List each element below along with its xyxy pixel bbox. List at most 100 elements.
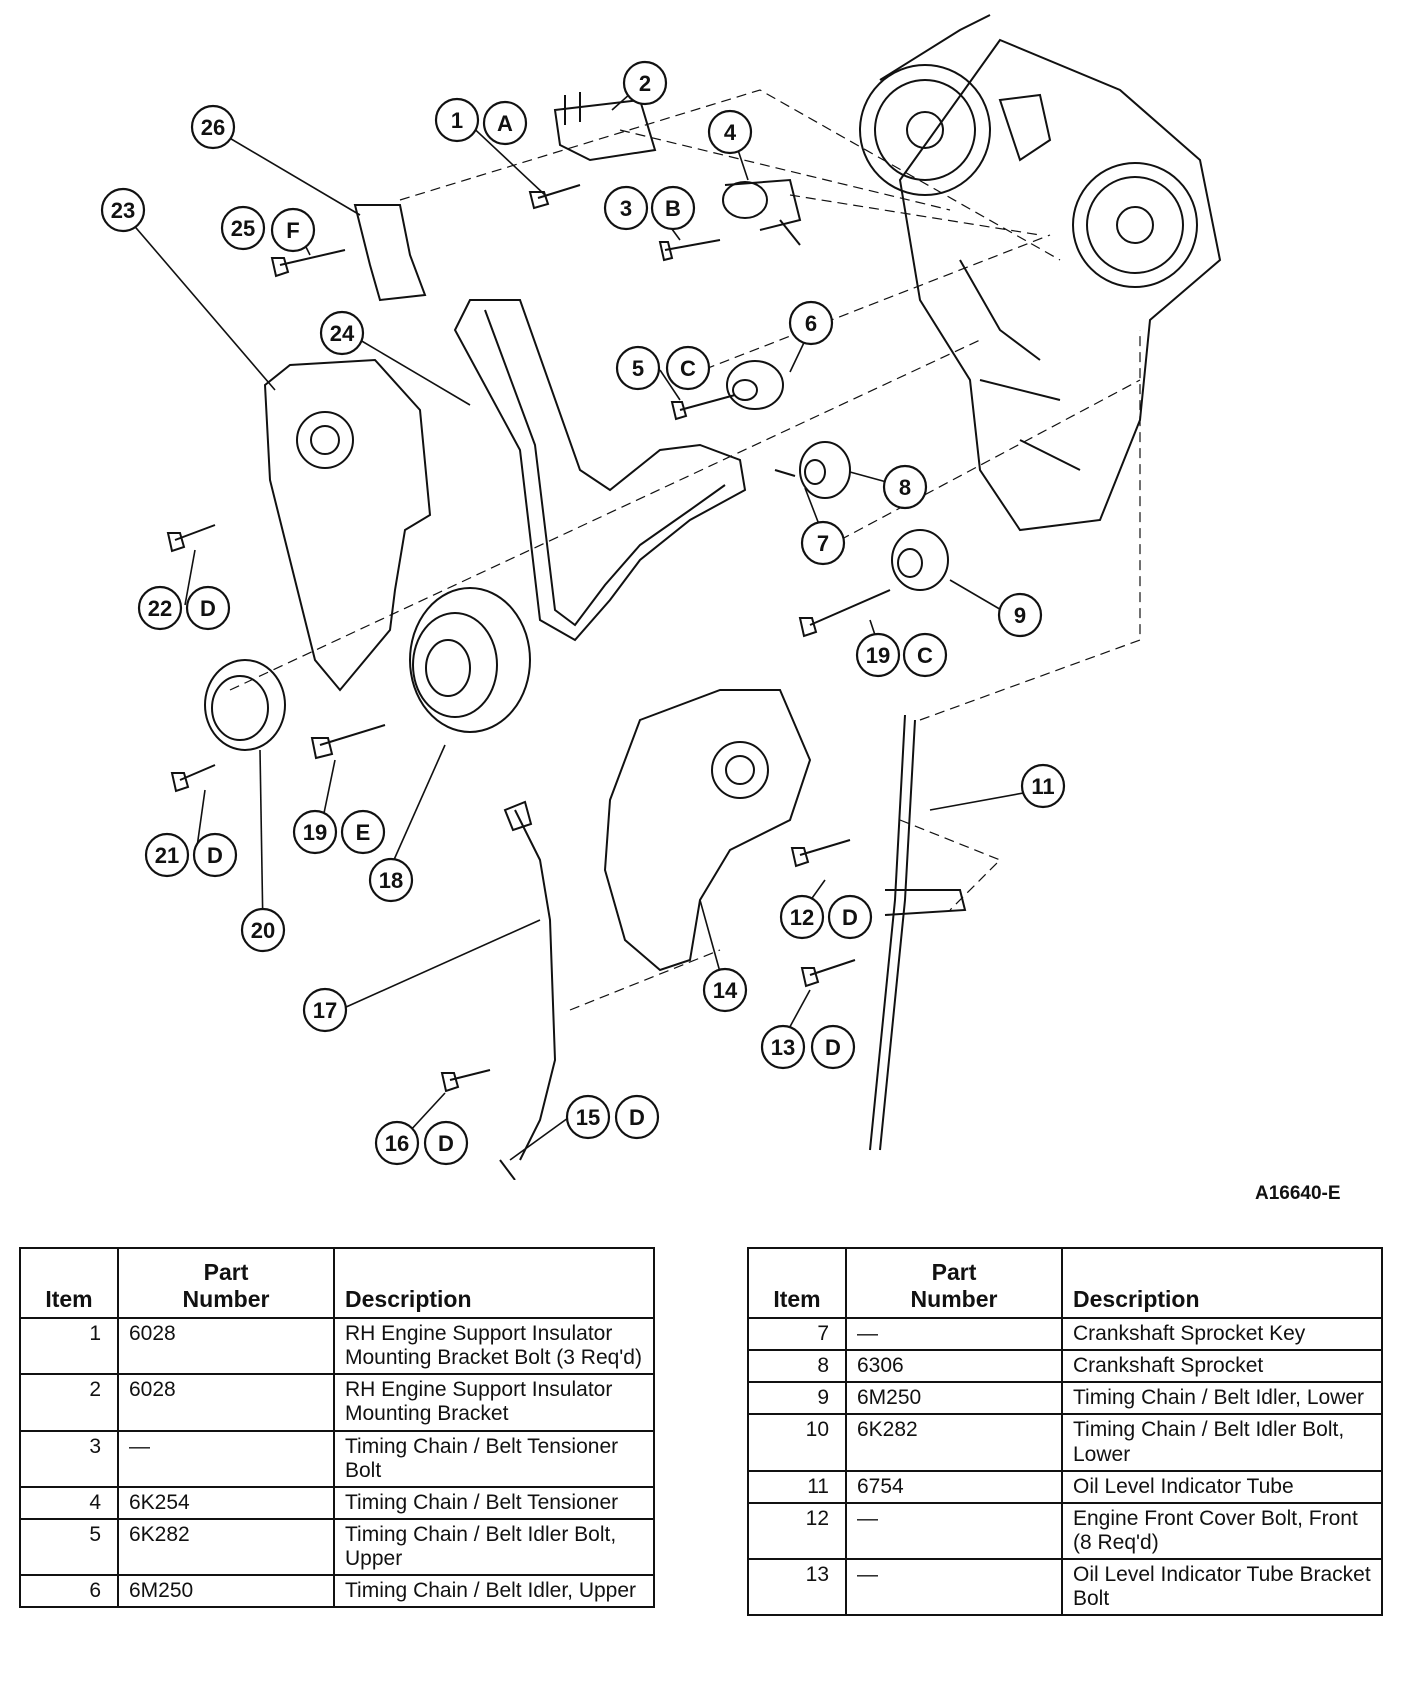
svg-text:D: D <box>438 1131 454 1156</box>
callout-B: B <box>650 185 696 231</box>
svg-text:1: 1 <box>451 108 463 133</box>
table-row: 13—Oil Level Indicator Tube Bracket Bolt <box>747 1558 1383 1617</box>
timing-belt <box>453 299 747 642</box>
callout-19b: 19 <box>292 809 338 855</box>
callout-20: 20 <box>240 907 286 953</box>
crankshaft-sprocket <box>799 441 851 499</box>
svg-text:12: 12 <box>790 905 814 930</box>
figure-id: A16640-E <box>1255 1183 1341 1204</box>
svg-text:D: D <box>629 1105 645 1130</box>
svg-text:18: 18 <box>379 868 403 893</box>
callout-C: C <box>665 345 711 391</box>
callout-D2: D <box>192 832 238 878</box>
svg-text:5: 5 <box>632 356 644 381</box>
callout-7: 7 <box>800 520 846 566</box>
svg-text:22: 22 <box>148 596 172 621</box>
svg-text:24: 24 <box>330 321 355 346</box>
callout-14: 14 <box>702 967 748 1013</box>
svg-text:6: 6 <box>805 311 817 336</box>
svg-text:7: 7 <box>817 531 829 556</box>
callout-18: 18 <box>368 857 414 903</box>
pulley-small <box>204 659 286 751</box>
svg-text:23: 23 <box>111 198 135 223</box>
svg-text:D: D <box>200 596 216 621</box>
svg-text:15: 15 <box>576 1105 600 1130</box>
svg-text:4: 4 <box>724 120 737 145</box>
callout-6: 6 <box>788 300 834 346</box>
belt-tensioner <box>722 178 802 246</box>
engine-support-bracket <box>553 98 657 162</box>
svg-text:F: F <box>286 218 299 243</box>
callout-D4: D <box>810 1024 856 1070</box>
svg-text:19: 19 <box>303 820 327 845</box>
callout-21: 21 <box>144 832 190 878</box>
callout-C2: C <box>902 632 948 678</box>
crankshaft-pulley <box>409 587 531 733</box>
svg-text:9: 9 <box>1014 603 1026 628</box>
svg-text:3: 3 <box>620 196 632 221</box>
svg-text:D: D <box>825 1035 841 1060</box>
callout-4: 4 <box>707 109 753 155</box>
callout-A: A <box>482 100 528 146</box>
part-drawings <box>166 14 1222 1180</box>
callout-D6: D <box>614 1094 660 1140</box>
callout-26: 26 <box>190 104 236 150</box>
callout-22: 22 <box>137 585 183 631</box>
svg-text:C: C <box>680 356 696 381</box>
svg-text:16: 16 <box>385 1131 409 1156</box>
header-description: Description <box>333 1247 655 1319</box>
callout-19a: 19 <box>855 632 901 678</box>
svg-text:13: 13 <box>771 1035 795 1060</box>
callout-9: 9 <box>997 592 1043 638</box>
svg-text:11: 11 <box>1031 774 1054 799</box>
callout-D3: D <box>827 894 873 940</box>
callout-17: 17 <box>302 987 348 1033</box>
callout-1: 1 <box>434 97 480 143</box>
svg-text:20: 20 <box>251 918 275 943</box>
upper-bracket <box>353 204 427 302</box>
engine-block <box>859 14 1222 532</box>
callout-25: 25 <box>220 205 266 251</box>
bracket-bolt <box>528 184 581 210</box>
svg-text:D: D <box>842 905 858 930</box>
table-row: 12—Engine Front Cover Bolt, Front (8 Req… <box>747 1501 1383 1561</box>
svg-text:B: B <box>665 196 681 221</box>
idler-upper <box>726 360 784 410</box>
header-item: Item <box>19 1247 119 1319</box>
svg-text:8: 8 <box>899 475 911 500</box>
svg-text:E: E <box>356 820 371 845</box>
idler-lower <box>891 529 949 591</box>
leader-lines <box>124 84 1141 1161</box>
callout-D: D <box>185 585 231 631</box>
callout-F: F <box>270 207 316 253</box>
callout-16: 16 <box>374 1120 420 1166</box>
svg-text:19: 19 <box>866 643 890 668</box>
svg-text:D: D <box>207 843 223 868</box>
callouts: 1 A 2 26 4 3 B 23 25 F 24 6 5 C 8 7 22 D… <box>100 60 1066 1166</box>
exploded-view-diagram: 1 A 2 26 4 3 B 23 25 F 24 6 5 C 8 7 22 D… <box>100 14 1222 1180</box>
callout-5: 5 <box>615 345 661 391</box>
svg-text:C: C <box>917 643 933 668</box>
header-description: Description <box>1061 1247 1383 1319</box>
callout-12: 12 <box>779 894 825 940</box>
svg-text:14: 14 <box>713 978 738 1003</box>
svg-text:26: 26 <box>201 115 225 140</box>
svg-text:2: 2 <box>639 71 651 96</box>
callout-E: E <box>340 809 386 855</box>
svg-text:21: 21 <box>155 843 179 868</box>
callout-13: 13 <box>760 1024 806 1070</box>
